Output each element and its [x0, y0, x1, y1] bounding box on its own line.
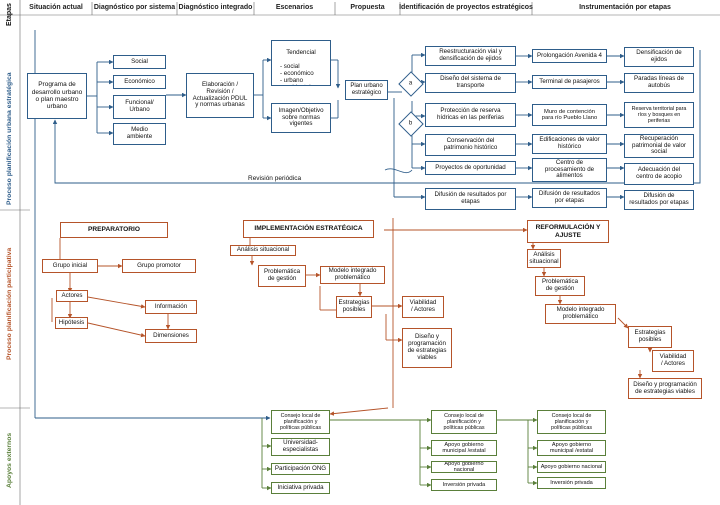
- elaboracion-pdul-box: Elaboración / Revisión / Actualización P…: [186, 73, 254, 118]
- escenario-imagen-objetivo-box: Imagen/Objetivo sobre normas vigentes: [271, 103, 331, 133]
- sistema-funcional-box: Funcional/ Urbano: [113, 95, 166, 119]
- apoyo-consejo-local-2: Consejo local de planificación y polític…: [431, 410, 497, 434]
- instr-edificaciones-historico: Edificaciones de valor histórico: [532, 134, 607, 154]
- proyecto-difusion: Difusión de resultados por etapas: [425, 188, 516, 210]
- proyecto-reestructuracion-vial: Reestructuración vial y densificación de…: [425, 46, 516, 66]
- programa-desarrollo-box: Programa de desarrollo urbano o plan mae…: [27, 73, 87, 119]
- instr-recuperacion-patrimonial: Recuperación patrimonial de valor social: [624, 134, 694, 158]
- proyecto-sistema-transporte: Diseño del sistema de transporte: [425, 73, 516, 93]
- instr-difusion-a: Difusión de resultados por etapas: [532, 188, 607, 208]
- apoyo-gobierno-municipal-1: Apoyo gobierno municipal /estatal: [431, 440, 497, 456]
- etapas-label: Etapas: [6, 3, 13, 26]
- apoyo-iniciativa-privada: Iniciativa privada: [271, 482, 330, 494]
- r-viabilidad-actores-box: Viabilidad / Actores: [652, 350, 694, 372]
- estrategias-posibles-box: Estrategias posibles: [336, 296, 372, 318]
- viabilidad-actores-box: Viabilidad / Actores: [402, 296, 444, 318]
- actores-box: Actores: [56, 290, 88, 302]
- proyecto-oportunidad: Proyectos de oportunidad: [425, 161, 516, 175]
- r-analisis-situacional-box: Análisis situacional: [527, 249, 561, 268]
- r-estrategias-posibles-box: Estrategias posibles: [628, 326, 672, 348]
- r-problematica-gestion-box: Problemática de gestión: [535, 276, 585, 296]
- proyecto-patrimonio-historico: Conservación del patrimonio histórico: [425, 134, 516, 156]
- problematica-gestion-box: Problemática de gestión: [258, 265, 306, 287]
- apoyo-inversion-privada-1: Inversión privada: [431, 479, 497, 491]
- hipotesis-box: Hipótesis: [55, 317, 88, 329]
- apoyo-universidad: Universidad- especialistas: [271, 438, 330, 456]
- grupo-inicial-box: Grupo inicial: [42, 259, 98, 273]
- reformulacion-ajuste-box: REFORMULACIÓN Y AJUSTE: [527, 220, 609, 243]
- grupo-promotor-box: Grupo promotor: [122, 259, 196, 273]
- header-instrumentacion: Instrumentación por etapas: [579, 3, 671, 11]
- instr-centro-acopio: Adecuación del centro de acopio: [624, 163, 694, 185]
- implementacion-estrategica-box: IMPLEMENTACIÓN ESTRATÉGICA: [243, 220, 374, 238]
- instr-paradas-autobus: Paradas líneas de autobús: [624, 73, 694, 93]
- dimensiones-box: Dimensiones: [145, 329, 197, 343]
- instr-terminal-pasajeros: Terminal de pasajeros: [532, 75, 607, 89]
- diseno-programacion-box: Diseño y programación de estrategias via…: [402, 328, 452, 368]
- circle-b-label: b: [409, 120, 413, 127]
- header-diagnostico-sistema: Diagnóstico por sistema: [93, 3, 176, 11]
- apoyo-gobierno-nacional-2: Apoyo gobierno nacional: [537, 461, 606, 473]
- row-label-apoyos: Apoyos externos: [6, 432, 13, 488]
- apoyo-consejo-local-1: Consejo local de planificación y polític…: [271, 410, 330, 434]
- instr-muro-contencion: Muro de contención para río Pueblo Llano: [532, 104, 607, 126]
- instr-difusion-b: Difusión de resultados por etapas: [624, 190, 694, 210]
- sistema-medio-ambiente-box: Medio ambiente: [113, 123, 166, 145]
- sistema-social-box: Social: [113, 55, 166, 69]
- sistema-economico-box: Económico: [113, 75, 166, 89]
- revision-periodica-label: Revisión periódica: [248, 175, 302, 182]
- instr-centro-procesamiento: Centro de procesamiento de alimentos: [532, 158, 607, 182]
- escenario-tendencial-title: Tendencial: [286, 48, 316, 56]
- apoyo-participacion-ong: Participación ONG: [271, 463, 330, 475]
- header-escenarios: Escenarios: [275, 3, 314, 11]
- row-label-urbana: Proceso planificación urbana estratégica: [6, 72, 13, 205]
- header-identificacion: Identificación de proyectos estratégicos: [399, 3, 533, 11]
- instr-reserva-territorial: Reserva territorial para ríos y bosques …: [624, 102, 694, 128]
- circle-a-label: a: [409, 80, 413, 87]
- apoyo-gobierno-municipal-2: Apoyo gobierno municipal /estatal: [537, 440, 606, 456]
- r-modelo-integrado-box: Modelo integrado problemático: [545, 304, 616, 324]
- plan-urbano-estrategico-box: Plan urbano estratégico: [345, 80, 388, 100]
- apoyo-consejo-local-3: Consejo local de planificación y polític…: [537, 410, 606, 434]
- apoyo-inversion-privada-2: Inversión privada: [537, 477, 606, 489]
- preparatorio-box: PREPARATORIO: [60, 222, 168, 238]
- apoyo-gobierno-nacional-1: Apoyo gobierno nacional: [431, 461, 497, 473]
- proyecto-reserva-hidrica: Protección de reserva hídricas en las pe…: [425, 103, 516, 127]
- header-situacion: Situación actual: [29, 3, 83, 11]
- instr-densificacion-ejidos: Densificación de ejidos: [624, 47, 694, 67]
- modelo-integrado-box: Modelo integrado problemático: [320, 266, 385, 284]
- instr-prolongacion-avenida: Prolongación Avenida 4: [532, 49, 607, 63]
- escenario-tendencial-box: Tendencial - social - económico - urbano…: [271, 40, 331, 86]
- escenario-tendencial-items: - social - económico - urbano - ambienta…: [280, 62, 314, 85]
- header-diagnostico-integrado: Diagnóstico integrado: [178, 3, 253, 11]
- informacion-box: Información: [145, 300, 197, 314]
- row-label-participativa: Proceso planificación participativa: [6, 247, 13, 360]
- header-propuesta: Propuesta: [350, 3, 385, 11]
- analisis-situacional-box: Análisis situacional: [230, 245, 296, 256]
- r-diseno-programacion-box: Diseño y programación de estrategias via…: [628, 378, 702, 399]
